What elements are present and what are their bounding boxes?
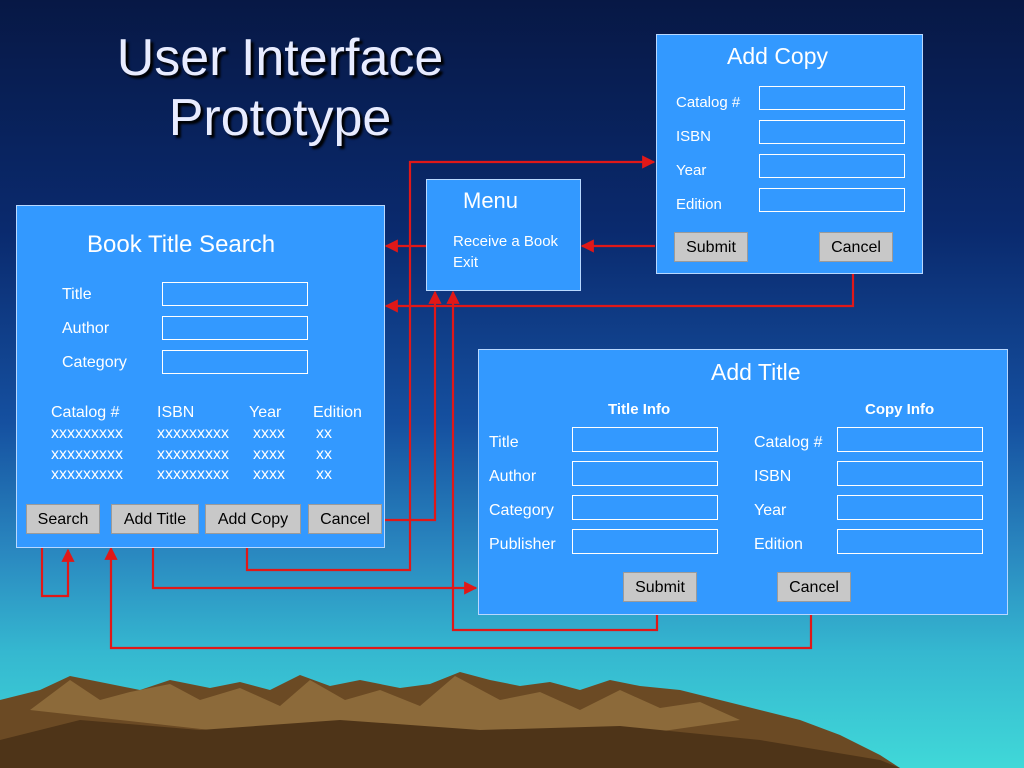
connector-addcopy-cancel bbox=[384, 263, 855, 313]
isbn-label: ISBN bbox=[754, 468, 792, 485]
connector-search-loop bbox=[40, 532, 75, 598]
table-cell: xxxxxxxxx bbox=[51, 446, 123, 463]
author-label: Author bbox=[489, 468, 537, 485]
catalog-label: Catalog # bbox=[754, 434, 823, 451]
connector-addtitle-submit bbox=[446, 290, 659, 632]
table-cell: xxxxxxxxx bbox=[51, 466, 123, 483]
table-cell: xxxxxxxxx bbox=[51, 425, 123, 442]
year-label: Year bbox=[754, 502, 787, 519]
catalog-input[interactable] bbox=[837, 427, 983, 452]
edition-input[interactable] bbox=[837, 529, 983, 554]
title-input[interactable] bbox=[162, 282, 308, 306]
year-input[interactable] bbox=[759, 154, 905, 178]
table-cell: xx bbox=[316, 425, 332, 442]
menu-panel: Menu Receive a Book Exit bbox=[426, 179, 581, 291]
author-label: Author bbox=[62, 320, 110, 337]
table-cell: xxxxxxxxx bbox=[157, 446, 229, 463]
table-cell: xxxxxxxxx bbox=[157, 425, 229, 442]
edition-label: Edition bbox=[676, 196, 722, 213]
slide-title: User Interface Prototype bbox=[60, 28, 500, 148]
table-cell: xxxx bbox=[253, 446, 285, 463]
table-cell: xxxx bbox=[253, 466, 285, 483]
book-search-title: Book Title Search bbox=[87, 231, 276, 258]
slide-title-line-2: Prototype bbox=[168, 89, 392, 147]
isbn-label: ISBN bbox=[676, 128, 712, 145]
column-header: Year bbox=[249, 404, 282, 421]
connector-addtitle-cancel bbox=[104, 546, 813, 650]
table-cell: xx bbox=[316, 466, 332, 483]
isbn-input[interactable] bbox=[759, 120, 905, 144]
add-copy-panel: Add Copy Catalog # ISBN Year Edition Sub… bbox=[656, 34, 923, 274]
year-input[interactable] bbox=[837, 495, 983, 520]
edition-input[interactable] bbox=[759, 188, 905, 212]
table-cell: xxxxxxxxx bbox=[157, 466, 229, 483]
table-cell: xx bbox=[316, 446, 332, 463]
add-copy-button[interactable]: Add Copy bbox=[205, 504, 301, 534]
title-info-header: Title Info bbox=[608, 401, 671, 418]
author-input[interactable] bbox=[162, 316, 308, 340]
year-label: Year bbox=[676, 162, 707, 179]
submit-button[interactable]: Submit bbox=[623, 572, 697, 602]
isbn-input[interactable] bbox=[837, 461, 983, 486]
menu-item-exit[interactable]: Exit bbox=[453, 254, 479, 271]
book-title-search-panel: Book Title Search Title Author Category … bbox=[16, 205, 385, 548]
table-cell: xxxx bbox=[253, 425, 285, 442]
title-label: Title bbox=[489, 434, 519, 451]
cancel-button[interactable]: Cancel bbox=[777, 572, 851, 602]
edition-label: Edition bbox=[754, 536, 803, 553]
category-input[interactable] bbox=[572, 495, 718, 520]
submit-button[interactable]: Submit bbox=[674, 232, 748, 262]
connector-addtitle bbox=[151, 540, 478, 595]
title-label: Title bbox=[62, 286, 92, 303]
publisher-label: Publisher bbox=[489, 536, 556, 553]
copy-info-header: Copy Info bbox=[865, 401, 935, 418]
menu-title: Menu bbox=[463, 188, 519, 213]
category-input[interactable] bbox=[162, 350, 308, 374]
title-input[interactable] bbox=[572, 427, 718, 452]
connector-addcopy bbox=[245, 155, 656, 572]
slide-title-line-1: User Interface bbox=[116, 29, 444, 87]
column-header: ISBN bbox=[157, 404, 195, 421]
category-label: Category bbox=[489, 502, 554, 519]
search-button[interactable]: Search bbox=[26, 504, 100, 534]
catalog-input[interactable] bbox=[759, 86, 905, 110]
add-title-panel: Add Title Title Info Copy Info Title Aut… bbox=[478, 349, 1008, 615]
cancel-button[interactable]: Cancel bbox=[308, 504, 382, 534]
column-header: Edition bbox=[313, 404, 362, 421]
menu-item-receive-book[interactable]: Receive a Book bbox=[453, 233, 559, 250]
column-header: Catalog # bbox=[51, 404, 120, 421]
add-copy-title: Add Copy bbox=[727, 43, 829, 69]
add-title-title: Add Title bbox=[711, 359, 801, 385]
catalog-label: Catalog # bbox=[676, 94, 741, 111]
publisher-input[interactable] bbox=[572, 529, 718, 554]
cancel-button[interactable]: Cancel bbox=[819, 232, 893, 262]
add-title-button[interactable]: Add Title bbox=[111, 504, 199, 534]
category-label: Category bbox=[62, 354, 127, 371]
connector-cancel-to-menu bbox=[378, 290, 442, 522]
author-input[interactable] bbox=[572, 461, 718, 486]
